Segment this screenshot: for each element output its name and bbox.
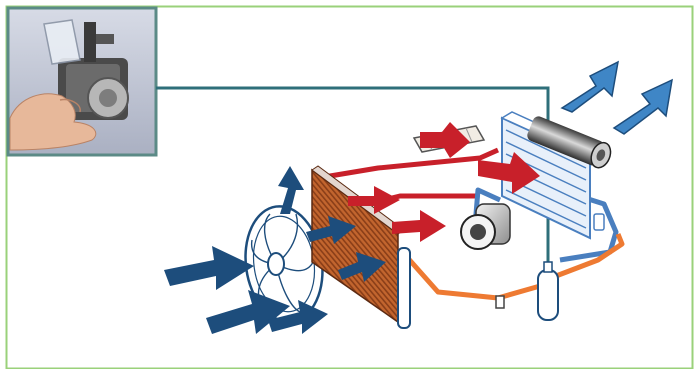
hot-air-arrow-condenser-lower — [392, 210, 446, 242]
warm-air-arrow-filter — [420, 122, 470, 158]
compressor-icon — [461, 204, 510, 249]
cool-air-arrow-right — [614, 80, 672, 134]
intake-air-arrow-left-upper — [164, 246, 254, 290]
liquid-line-pipe — [406, 234, 622, 298]
condenser-icon — [312, 166, 410, 328]
cool-air-arrow-left — [562, 62, 618, 112]
hand-holding-component-photo — [8, 8, 156, 155]
